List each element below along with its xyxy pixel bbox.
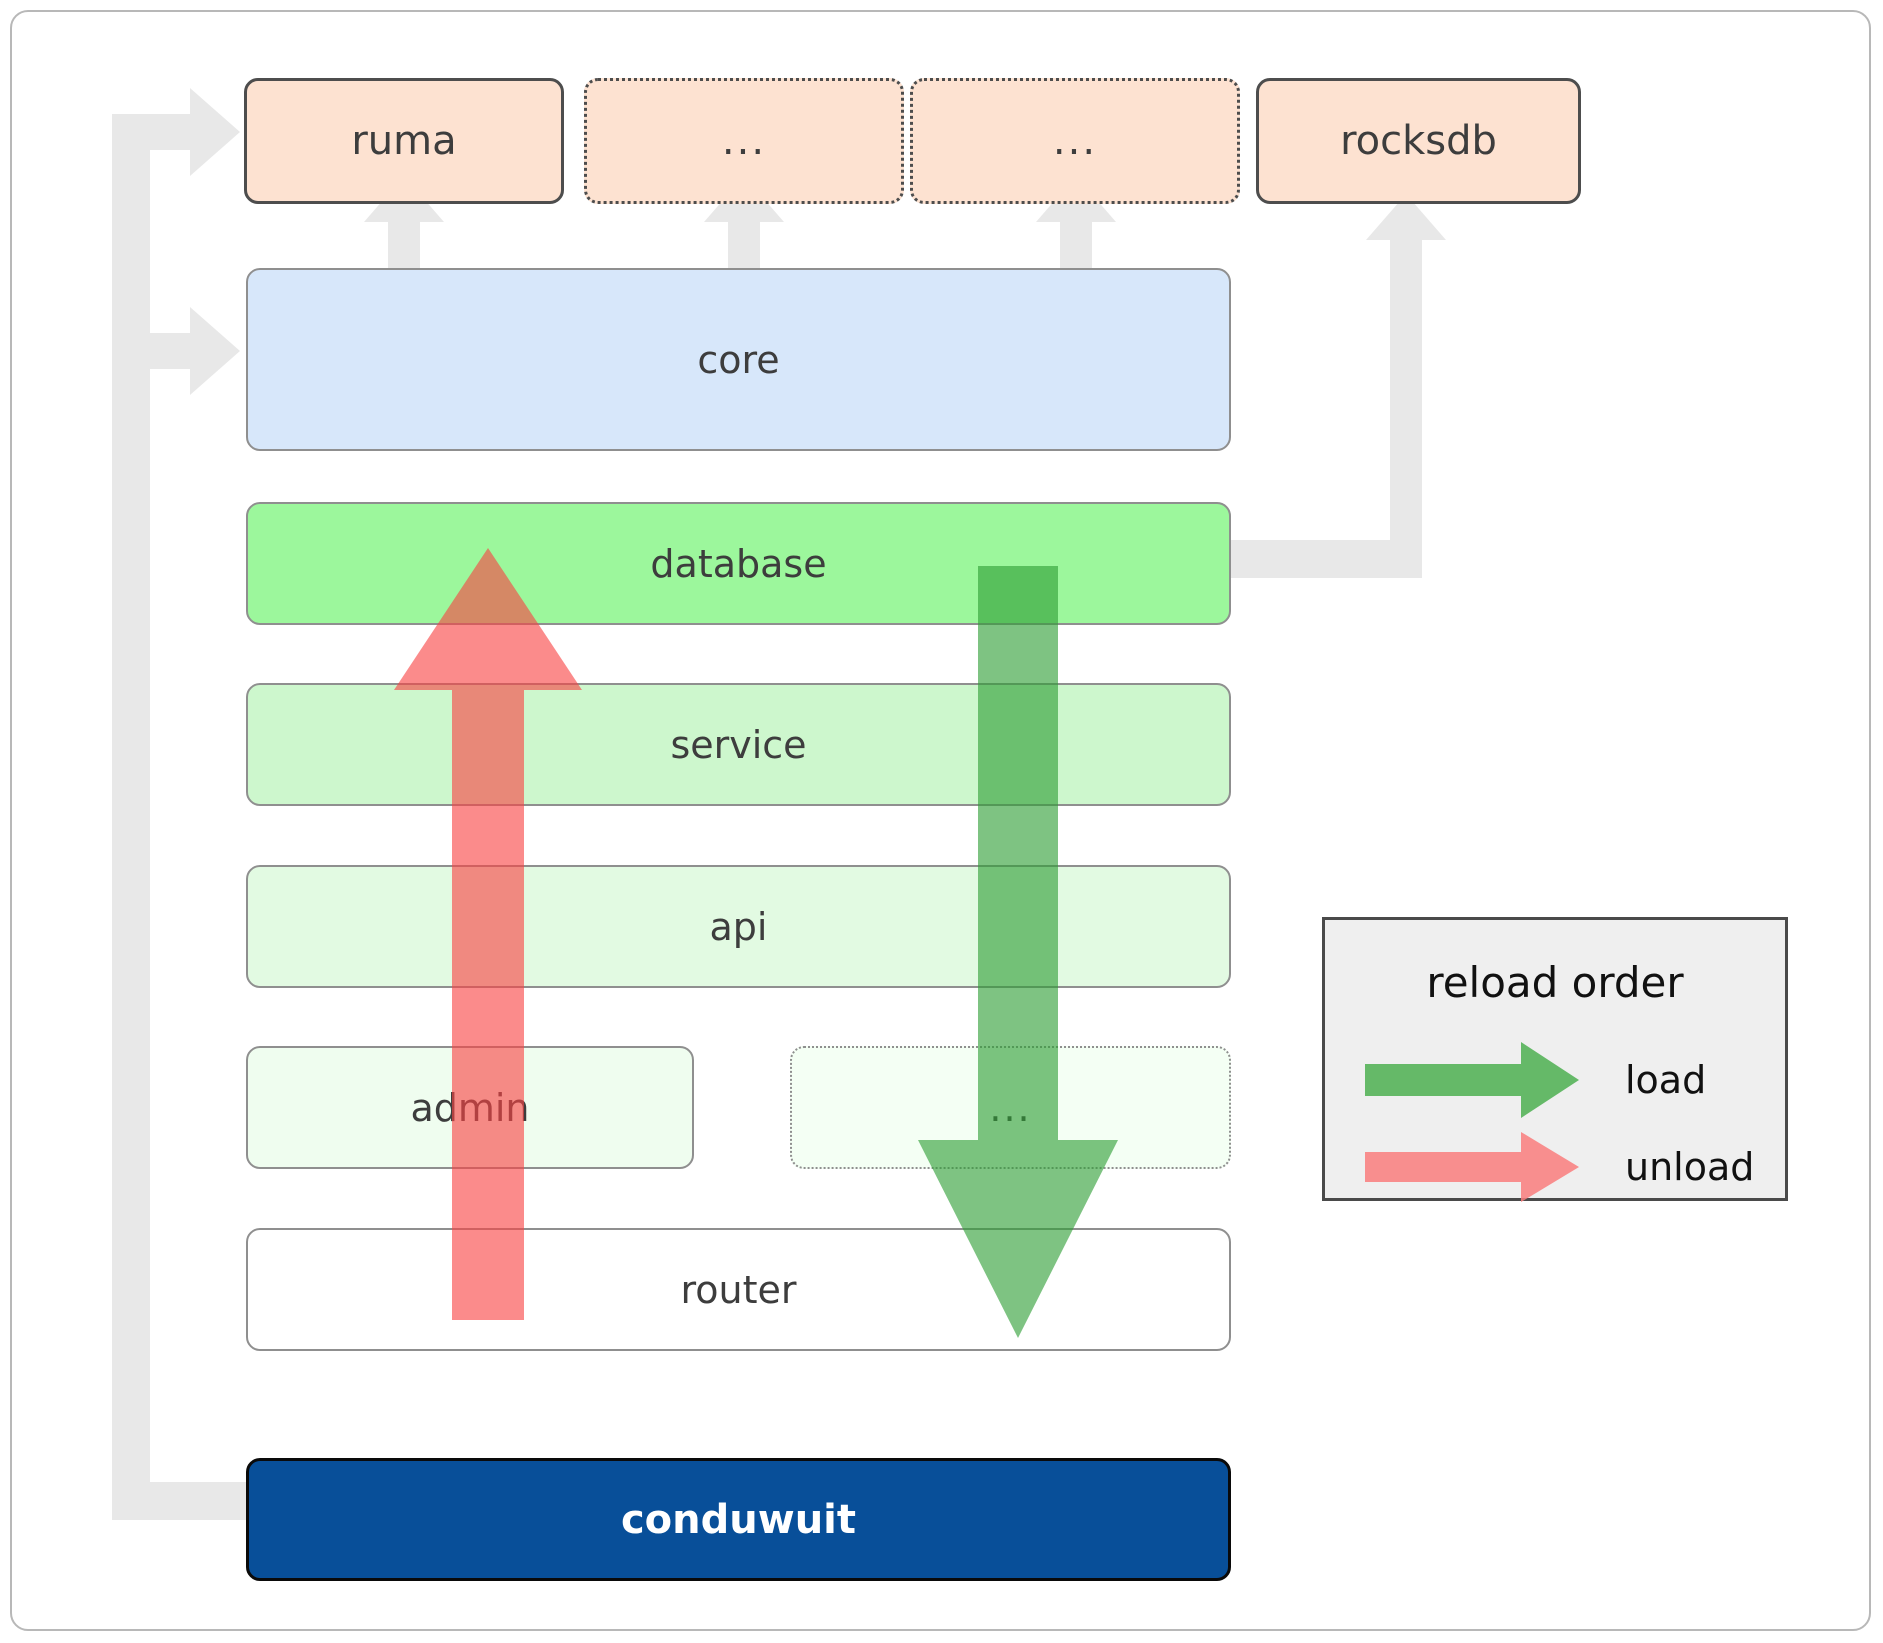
dependency-box-ruma[interactable]: ruma <box>244 78 564 204</box>
legend-panel: reload order load unload <box>1322 917 1788 1202</box>
layer-box-api[interactable]: api <box>246 865 1231 988</box>
layer-box-router[interactable]: router <box>246 1228 1231 1351</box>
dependency-label-more-1: ... <box>721 118 767 164</box>
legend-label-load: load <box>1625 1058 1707 1102</box>
legend-swatch-unload <box>1365 1132 1579 1202</box>
layer-box-core[interactable]: core <box>246 268 1231 451</box>
layer-label-more: ... <box>989 1085 1032 1130</box>
dependency-label-more-2: ... <box>1052 118 1098 164</box>
dependency-label-ruma: ruma <box>351 118 457 164</box>
binary-label-conduwuit: conduwuit <box>620 1496 857 1543</box>
legend-label-unload: unload <box>1625 1145 1755 1189</box>
legend-swatch-load <box>1365 1042 1579 1118</box>
legend-title: reload order <box>1426 958 1684 1007</box>
layer-label-database: database <box>650 541 827 586</box>
dependency-label-rocksdb: rocksdb <box>1340 118 1497 164</box>
layer-box-admin[interactable]: admin <box>246 1046 694 1169</box>
layer-box-database[interactable]: database <box>246 502 1231 625</box>
diagram-frame <box>10 10 1871 1631</box>
layer-box-service[interactable]: service <box>246 683 1231 806</box>
layer-label-core: core <box>697 337 780 382</box>
binary-box-conduwuit[interactable]: conduwuit <box>246 1458 1231 1581</box>
layer-label-router: router <box>680 1267 797 1312</box>
layer-box-more[interactable]: ... <box>790 1046 1231 1169</box>
legend-swatches <box>1365 1042 1579 1202</box>
layer-label-admin: admin <box>410 1085 530 1130</box>
dependency-box-rocksdb[interactable]: rocksdb <box>1256 78 1581 204</box>
dependency-box-more-1[interactable]: ... <box>584 78 904 204</box>
dependency-box-more-2[interactable]: ... <box>910 78 1240 204</box>
layer-label-api: api <box>709 904 768 949</box>
layer-label-service: service <box>670 722 807 767</box>
